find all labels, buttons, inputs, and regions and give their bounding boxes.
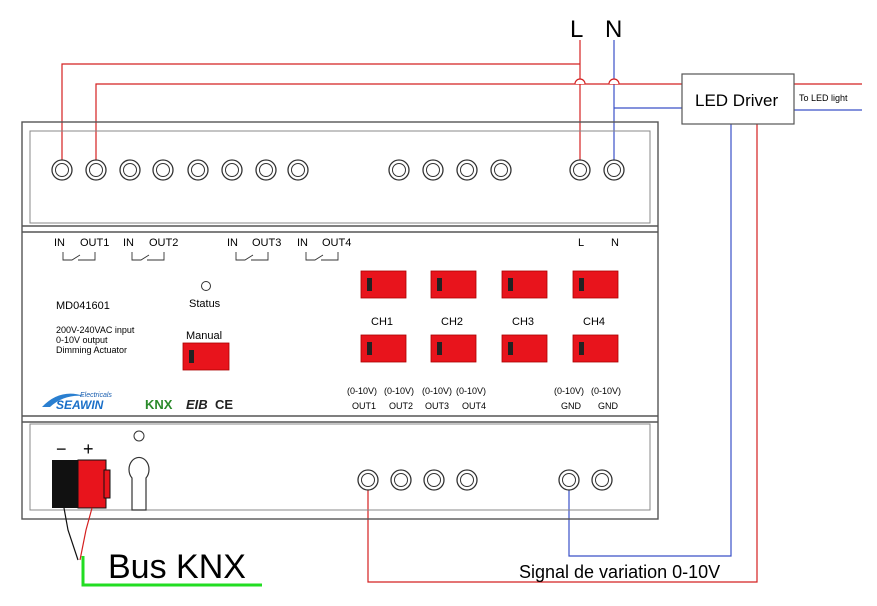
manual-label: Manual bbox=[186, 330, 222, 342]
out1-name: OUT1 bbox=[352, 401, 376, 411]
out4-name: OUT4 bbox=[462, 401, 486, 411]
bottom-terminal-4 bbox=[456, 469, 478, 491]
status-led bbox=[201, 281, 211, 291]
channel-4-down-button[interactable] bbox=[572, 334, 619, 363]
ce-logo: CE bbox=[215, 397, 233, 412]
channel-1-up-button[interactable] bbox=[360, 270, 407, 299]
channel-buttons bbox=[360, 270, 619, 363]
top-terminal-8 bbox=[287, 159, 309, 181]
top-terminal-11 bbox=[456, 159, 478, 181]
top-terminal-2 bbox=[85, 159, 107, 181]
bus-plus-label: + bbox=[83, 439, 94, 459]
relay-symbols bbox=[62, 252, 339, 261]
top-terminal-6 bbox=[221, 159, 243, 181]
led-driver: LED Driver bbox=[681, 73, 795, 125]
led-driver-label: LED Driver bbox=[695, 91, 778, 110]
brand-name: SEAWIN bbox=[56, 398, 104, 412]
bottom-terminal-2 bbox=[390, 469, 412, 491]
relay-1-out: OUT1 bbox=[80, 237, 109, 249]
bottom-terminal-5 bbox=[558, 469, 580, 491]
status-label: Status bbox=[189, 298, 221, 310]
relay-4-out: OUT4 bbox=[322, 237, 351, 249]
out2-range: (0-10V) bbox=[384, 386, 414, 396]
top-terminal-7 bbox=[255, 159, 277, 181]
description-line-2: 0-10V output bbox=[56, 335, 108, 345]
to-led-light-label: To LED light bbox=[799, 93, 848, 103]
bus-green-wire bbox=[81, 556, 262, 587]
gnd1-name: GND bbox=[561, 401, 582, 411]
relay-3-in: IN bbox=[227, 237, 238, 249]
signal-label: Signal de variation 0-10V bbox=[519, 562, 720, 582]
relay-1-in: IN bbox=[54, 237, 65, 249]
top-terminal-14 bbox=[603, 159, 625, 181]
channel-2-up-button[interactable] bbox=[430, 270, 477, 299]
output-labels: (0-10V) OUT1 (0-10V) OUT2 (0-10V) OUT3 (… bbox=[347, 386, 621, 411]
top-terminal-13 bbox=[569, 159, 591, 181]
signal-gnd-wire bbox=[568, 124, 732, 557]
relay-2-out: OUT2 bbox=[149, 237, 178, 249]
power-l-label: L bbox=[578, 237, 584, 249]
top-terminal-block bbox=[51, 159, 625, 181]
top-terminal-3 bbox=[119, 159, 141, 181]
neutral-label: N bbox=[605, 16, 622, 43]
bus-connector: − + bbox=[52, 439, 111, 561]
channel-4-up-button[interactable] bbox=[572, 270, 619, 299]
top-terminal-1 bbox=[51, 159, 73, 181]
channel-2-down-button[interactable] bbox=[430, 334, 477, 363]
bus-minus-label: − bbox=[56, 439, 67, 459]
line-label: L bbox=[570, 16, 583, 43]
top-terminal-5 bbox=[187, 159, 209, 181]
wire-hops bbox=[574, 78, 586, 85]
top-terminal-9 bbox=[388, 159, 410, 181]
channel-label-4: CH4 bbox=[583, 316, 605, 328]
eib-logo: EIB bbox=[186, 397, 208, 412]
power-n-label: N bbox=[611, 237, 619, 249]
channel-1-down-button[interactable] bbox=[360, 334, 407, 363]
relay-3-out: OUT3 bbox=[252, 237, 281, 249]
out1-range: (0-10V) bbox=[347, 386, 377, 396]
brand-logo: Electricals SEAWIN bbox=[42, 392, 112, 412]
bottom-terminal-6 bbox=[591, 469, 613, 491]
certification-logos: KNX EIB CE bbox=[145, 397, 233, 412]
relay-labels: IN OUT1 IN OUT2 IN OUT3 IN OUT4 L N bbox=[54, 237, 619, 249]
gnd1-range: (0-10V) bbox=[554, 386, 584, 396]
channel-label-3: CH3 bbox=[512, 316, 534, 328]
description-line-1: 200V-240VAC input bbox=[56, 325, 135, 335]
bus-terminal-black bbox=[52, 460, 78, 508]
description-line-3: Dimming Actuator bbox=[56, 345, 127, 355]
channel-label-1: CH1 bbox=[371, 316, 393, 328]
top-terminal-12 bbox=[490, 159, 512, 181]
bottom-terminal-1 bbox=[357, 469, 379, 491]
top-terminal-10 bbox=[422, 159, 444, 181]
gnd2-range: (0-10V) bbox=[591, 386, 621, 396]
model-number: MD041601 bbox=[56, 300, 110, 312]
channel-labels: CH1 CH2 CH3 CH4 bbox=[371, 316, 605, 328]
gnd2-name: GND bbox=[598, 401, 619, 411]
dimming-actuator bbox=[21, 121, 659, 520]
channel-label-2: CH2 bbox=[441, 316, 463, 328]
relay-2-in: IN bbox=[123, 237, 134, 249]
knx-logo: KNX bbox=[145, 397, 173, 412]
signal-plus-wire bbox=[367, 124, 758, 583]
bus-knx-label: Bus KNX bbox=[108, 548, 246, 586]
out3-range: (0-10V) bbox=[422, 386, 452, 396]
out4-range: (0-10V) bbox=[456, 386, 486, 396]
channel-3-up-button[interactable] bbox=[501, 270, 548, 299]
channel-3-down-button[interactable] bbox=[501, 334, 548, 363]
relay-in-wire bbox=[61, 63, 580, 160]
bottom-terminal-3 bbox=[423, 469, 445, 491]
brand-tagline: Electricals bbox=[80, 392, 112, 399]
out3-name: OUT3 bbox=[425, 401, 449, 411]
top-terminal-4 bbox=[152, 159, 174, 181]
bottom-terminal-block bbox=[357, 469, 613, 491]
programming-button[interactable] bbox=[128, 430, 150, 511]
manual-button[interactable] bbox=[182, 342, 230, 371]
bus-terminal-red bbox=[77, 459, 107, 509]
out2-name: OUT2 bbox=[389, 401, 413, 411]
relay-4-in: IN bbox=[297, 237, 308, 249]
